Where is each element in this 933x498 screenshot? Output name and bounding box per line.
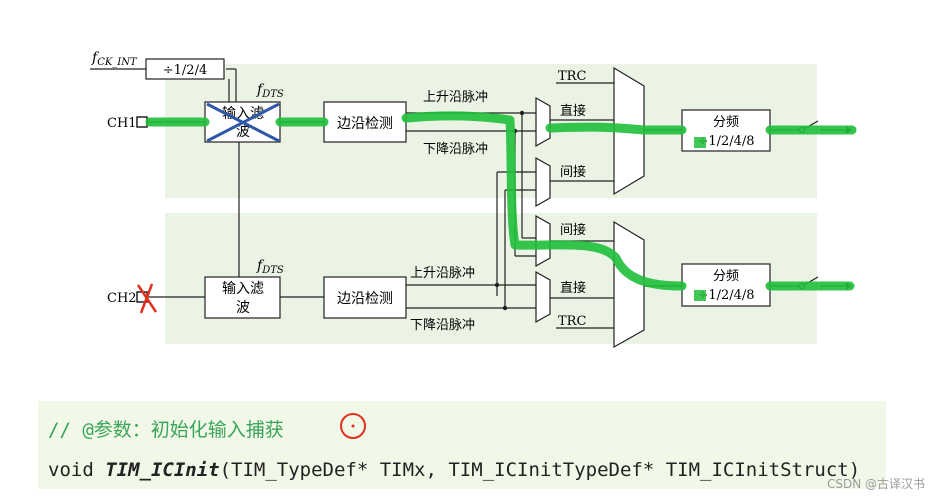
div1-bottom: ÷1/2/4/8 <box>697 134 754 149</box>
filter2-top: 输入滤 <box>222 281 264 297</box>
edge-mux-1b <box>535 156 551 208</box>
code-signature: void TIM_ICInit(TIM_TypeDef* TIMx, TIM_I… <box>48 459 860 481</box>
edge-detect-2-label: 边沿检测 <box>337 291 393 307</box>
indirect-1: 间接 <box>560 164 586 180</box>
code-snippet: // @参数：初始化输入捕获 void TIM_ICInit(TIM_TypeD… <box>38 401 886 489</box>
direct-1: 直接 <box>560 103 586 119</box>
edge-mux-1a <box>535 96 551 148</box>
trc-1: TRC <box>558 69 586 84</box>
div1-top: 分频 <box>713 115 739 130</box>
direct-2: 直接 <box>560 280 586 296</box>
input-filter-2 <box>204 276 281 319</box>
clock-label: fCK_INT <box>91 50 138 68</box>
input-capture-diagram: fCK_INT ÷1/2/4 fDTS fDTS CH1 输入滤 波 边沿检测 … <box>90 50 857 349</box>
edge-detect-2 <box>323 276 407 319</box>
edge-mux-2b <box>535 270 551 324</box>
falling-pulse-2: 下降沿脉冲 <box>410 318 475 333</box>
indirect-2: 间接 <box>560 222 586 238</box>
cursor-circle-icon <box>340 413 366 439</box>
filter2-bottom: 波 <box>236 300 250 316</box>
div2-top: 分频 <box>713 269 739 284</box>
watermark: CSDN @古译汉书 <box>826 477 925 491</box>
code-prefix: void <box>48 459 106 481</box>
trc-2: TRC <box>558 314 586 329</box>
edge-detect-1-label: 边沿检测 <box>337 116 393 132</box>
ch2-label: CH2 <box>107 291 137 306</box>
filter-cross-b <box>206 102 280 143</box>
filter1-bottom: 波 <box>236 124 250 140</box>
prescaler-label: ÷1/2/4 <box>163 63 207 78</box>
div2-bottom: ÷1/2/4/8 <box>697 288 754 303</box>
code-comment: // @参数：初始化输入捕获 <box>48 419 284 441</box>
code-function-name: TIM_ICInit <box>105 459 220 481</box>
code-params: (TIM_TypeDef* TIMx, TIM_ICInitTypeDef* T… <box>219 459 861 481</box>
ch2-cross-b <box>139 283 154 314</box>
fdts-label-2: fDTS <box>256 258 284 276</box>
signal-highlight-path <box>145 111 857 291</box>
fdts-label-1: fDTS <box>256 82 284 100</box>
prescaler-box <box>145 58 225 80</box>
falling-pulse-1: 下降沿脉冲 <box>423 142 488 157</box>
channel-mux-2 <box>613 220 645 349</box>
rising-pulse-2: 上升沿脉冲 <box>410 266 475 281</box>
rising-pulse-1: 上升沿脉冲 <box>423 90 488 105</box>
ch1-label: CH1 <box>107 116 137 131</box>
